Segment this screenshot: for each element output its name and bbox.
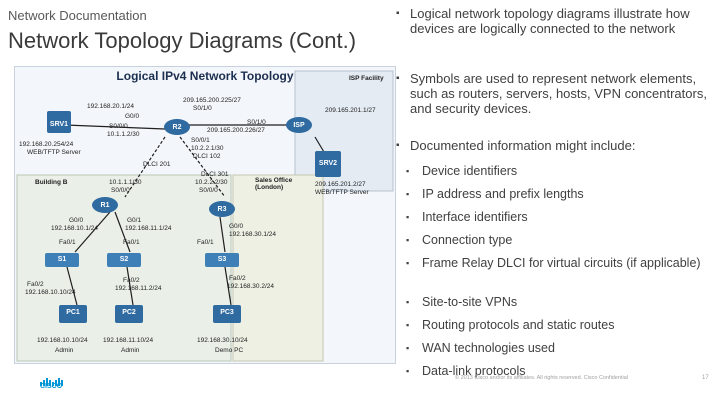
isp-area [294, 70, 394, 192]
sub-bullet-marker-icon: ▪ [406, 258, 410, 268]
bullet-item: ▪ Symbols are used to represent network … [396, 71, 707, 116]
pc1-role-label: Admin [55, 347, 74, 354]
sub-bullet-marker-icon: ▪ [406, 320, 410, 330]
sub-bullet-marker-icon: ▪ [406, 297, 410, 307]
s3-fa01-label: Fa0/1 [197, 239, 214, 246]
sub-bullet-marker-icon: ▪ [406, 166, 410, 176]
topology-diagram: Logical IPv4 Network Topology ISP Facili… [14, 66, 396, 364]
r1-label: R1 [100, 202, 110, 209]
s2-fa02-label: Fa0/2 [123, 277, 140, 284]
r2-g00-label: G0/0 [125, 113, 140, 120]
links [64, 124, 328, 306]
bullet-item: ▪ Logical network topology diagrams illu… [396, 6, 690, 36]
s2-fa01-label: Fa0/1 [123, 239, 140, 246]
bullet-marker-icon: ▪ [396, 8, 400, 19]
cisco-logo-icon [40, 378, 63, 386]
r2-isp-net-label: 209.165.200.225/27 [183, 97, 241, 104]
building-area [16, 174, 232, 362]
dlci-r1-label: DLCI 201 [143, 161, 171, 168]
r1-s000-label: S0/0/0 [111, 187, 130, 194]
srv2-role-label: WEB/TFTP Server [315, 189, 369, 196]
isp-facility-ip-label: 209.165.201.1/27 [325, 107, 376, 114]
topology-drawing [16, 70, 394, 362]
cisco-logo [40, 374, 64, 392]
r3-s001-ip-label: 10.2.2.2/30 [195, 179, 228, 186]
srv2-label: SRV2 [318, 160, 338, 167]
sub-bullet-item: ▪ Interface identifiers [406, 210, 528, 224]
sub-bullet-marker-icon: ▪ [406, 235, 410, 245]
srv1-label: SRV1 [49, 121, 69, 128]
srv1-ip-label: 192.168.20.254/24 [19, 141, 74, 148]
r3-dlci-label: DLCI 301 [201, 171, 229, 178]
r1-g01-ip-label: 192.168.11.1/24 [125, 225, 172, 232]
pc3-ip-label: 192.168.30.2/24 [227, 283, 274, 290]
diagram-title: Logical IPv4 Network Topology [116, 69, 294, 83]
r2-s001-label: S0/0/1 [191, 137, 210, 144]
sub-bullet-item: ▪ Frame Relay DLCI for virtual circuits … [406, 256, 701, 270]
bullet-marker-icon: ▪ [396, 140, 400, 151]
sub-bullet-marker-icon: ▪ [406, 343, 410, 353]
sub-bullet-item: ▪ Device identifiers [406, 164, 518, 178]
isp-ip-label: 209.165.200.226/27 [207, 127, 265, 134]
copyright-footer: © 2013 Cisco and/or its affiliates. All … [455, 375, 629, 381]
sales-area-label: Sales Office (London) [255, 177, 293, 191]
bullet-marker-icon: ▪ [396, 73, 400, 84]
cisco-logo-text: CISCO [40, 383, 63, 390]
pc1-ip-label: 192.168.10.10/24 [25, 289, 76, 296]
devices [45, 111, 341, 323]
isp-s010-label: S0/1/0 [247, 119, 266, 126]
pc2-ip2-label: 192.168.11.10/24 [103, 337, 154, 344]
r1-g00-label: G0/0 [69, 217, 84, 224]
pc1-ip2-label: 192.168.10.10/24 [37, 337, 88, 344]
bullet-item: ▪ Documented information might include: [396, 138, 636, 153]
pc2-role-label: Admin [121, 347, 140, 354]
pc1-label: PC1 [66, 309, 80, 316]
dlci-r2-label: DLCI 102 [193, 153, 221, 160]
slide-title: Network Topology Diagrams (Cont.) [8, 28, 357, 53]
s2-label: S2 [119, 256, 129, 263]
sub-bullet-marker-icon: ▪ [406, 189, 410, 199]
isp-label: ISP [293, 122, 305, 129]
r3-g00-ip-label: 192.168.30.1/24 [229, 231, 276, 238]
r2-s000-label: S0/0/0 [109, 123, 128, 130]
sub-bullet-item: ▪ Site-to-site VPNs [406, 295, 518, 309]
r3-label: R3 [217, 206, 227, 213]
sub-bullet-item: ▪ Connection type [406, 233, 513, 247]
section-title: Network Documentation [8, 8, 147, 23]
s1-fa01-label: Fa0/1 [59, 239, 76, 246]
page-number: 17 [702, 375, 709, 381]
r1-g01-label: G0/1 [127, 217, 142, 224]
isp-area-label: ISP Facility [349, 75, 384, 82]
r1-g00-ip-label: 192.168.10.1/24 [51, 225, 98, 232]
sub-bullet-item: ▪ Data-link protocols [406, 364, 526, 378]
r2-label: R2 [172, 124, 182, 131]
r2-s000-ip-label: 10.1.1.2/30 [107, 131, 140, 138]
r3-g00-label: G0/0 [229, 223, 244, 230]
sub-bullet-item: ▪ IP address and prefix lengths [406, 187, 584, 201]
r1-s000-ip-label: 10.1.1.1/30 [109, 179, 142, 186]
s1-fa02-label: Fa0/2 [27, 281, 44, 288]
srv2-ip-label: 209.165.201.2/27 [315, 181, 366, 188]
srv1-role-label: WEB/TFTP Server [27, 149, 81, 156]
sales-area [232, 174, 324, 362]
sub-bullet-item: ▪ WAN technologies used [406, 341, 555, 355]
r2-s010-label: S0/1/0 [193, 105, 212, 112]
s3-fa02-label: Fa0/2 [229, 275, 246, 282]
building-area-label: Building B [35, 179, 68, 186]
sub-bullet-item: ▪ Routing protocols and static routes [406, 318, 615, 332]
sub-bullet-marker-icon: ▪ [406, 366, 410, 376]
s1-label: S1 [57, 256, 67, 263]
r2-s001-ip-label: 10.2.2.1/30 [191, 145, 224, 152]
s3-label: S3 [217, 256, 227, 263]
pc3-ip2-label: 192.168.30.10/24 [197, 337, 248, 344]
pc3-label: PC3 [220, 309, 234, 316]
srv1-net-label: 192.168.20.1/24 [87, 103, 134, 110]
r3-s000-label: S0/0/0 [199, 187, 218, 194]
pc2-label: PC2 [122, 309, 136, 316]
pc2-ip-label: 192.168.11.2/24 [115, 285, 162, 292]
pc3-role-label: Demo PC [215, 347, 244, 354]
sub-bullet-marker-icon: ▪ [406, 212, 410, 222]
